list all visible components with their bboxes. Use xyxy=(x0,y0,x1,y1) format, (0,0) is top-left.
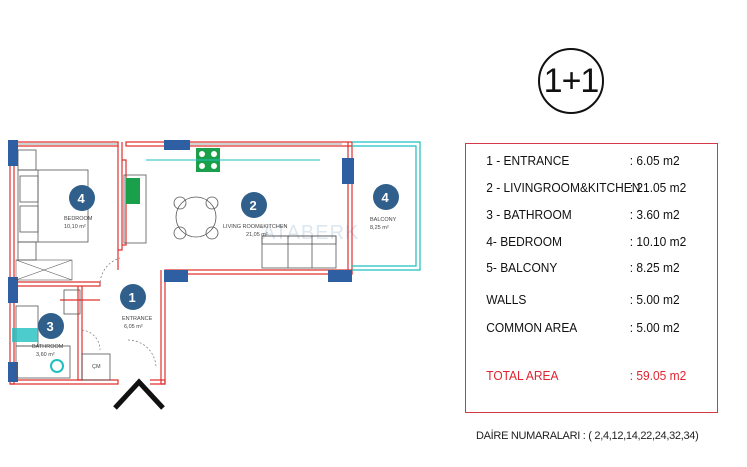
dining-table xyxy=(173,196,219,240)
area-row-total: TOTAL AREA : 59.05 m2 xyxy=(466,366,697,386)
area-row-value: : 5.00 m2 xyxy=(629,292,680,307)
svg-text:BEDROOM: BEDROOM xyxy=(64,216,93,222)
svg-text:8,25 m²: 8,25 m² xyxy=(370,225,389,231)
total-area-value: : 59.05 m2 xyxy=(629,368,687,383)
area-row-value: : 3.60 m2 xyxy=(629,207,680,222)
balcony-outline xyxy=(352,141,421,271)
doors xyxy=(81,257,157,369)
area-row-value: : 6.05 m2 xyxy=(629,153,680,168)
unit-type-badge: 1+1 xyxy=(538,48,604,114)
area-row-value: : 21.05 m2 xyxy=(629,180,687,195)
svg-text:4: 4 xyxy=(78,191,86,206)
area-row-label: 2 - LIVINGROOM&KITCHEN xyxy=(486,180,641,195)
area-row-bathroom: 3 - BATHROOM : 3.60 m2 xyxy=(466,205,697,225)
area-row-label: 1 - ENTRANCE xyxy=(486,153,570,168)
svg-text:1: 1 xyxy=(129,290,136,305)
area-row-label: COMMON AREA xyxy=(486,320,578,335)
area-table: 1 - ENTRANCE : 6.05 m2 2 - LIVINGROOM&KI… xyxy=(465,143,718,413)
svg-text:2: 2 xyxy=(250,198,257,213)
area-row-label: 3 - BATHROOM xyxy=(486,207,572,222)
svg-text:10,10 m²: 10,10 m² xyxy=(64,224,86,230)
svg-text:3: 3 xyxy=(47,319,54,334)
svg-text:BALCONY: BALCONY xyxy=(370,217,397,223)
area-row-balcony: 5- BALCONY : 8.25 m2 xyxy=(466,258,697,278)
area-row-label: WALLS xyxy=(486,292,527,307)
washbasin xyxy=(12,328,64,373)
area-row-label: 5- BALCONY xyxy=(486,260,558,275)
svg-text:ENTRANCE: ENTRANCE xyxy=(122,316,153,322)
svg-text:BATHROOM: BATHROOM xyxy=(32,344,64,350)
entrance-arrow xyxy=(113,378,165,410)
wardrobe xyxy=(15,259,73,281)
svg-text:LIVING ROOM&KITCHEN: LIVING ROOM&KITCHEN xyxy=(223,224,288,230)
area-row-common-area: COMMON AREA : 5.00 m2 xyxy=(466,318,697,338)
kitchen-counter xyxy=(123,174,147,244)
area-row-value: : 5.00 m2 xyxy=(629,320,680,335)
area-row-bedroom: 4- BEDROOM : 10.10 m2 xyxy=(466,232,697,252)
area-row-value: : 8.25 m2 xyxy=(629,260,680,275)
columns xyxy=(8,140,354,382)
svg-text:6,05 m²: 6,05 m² xyxy=(124,324,143,330)
area-row-livingroom-kitchen: 2 - LIVINGROOM&KITCHEN : 21.05 m2 xyxy=(466,178,697,198)
apartment-numbers: DAİRE NUMARALARI : ( 2,4,12,14,22,24,32,… xyxy=(476,430,699,442)
kitchen-sink xyxy=(126,178,140,204)
svg-text:3,60 m²: 3,60 m² xyxy=(36,352,55,358)
total-area-label: TOTAL AREA xyxy=(486,368,559,383)
area-row-walls: WALLS : 5.00 m2 xyxy=(466,290,697,310)
area-row-entrance: 1 - ENTRANCE : 6.05 m2 xyxy=(466,151,697,171)
room-labels: 4 BEDROOM 10,10 m² 2 LIVING ROOM&KITCHEN… xyxy=(32,184,399,370)
watermark-text: ATABERK xyxy=(262,222,359,244)
svg-text:ÇM: ÇM xyxy=(92,364,101,370)
sofa xyxy=(261,235,337,269)
area-row-value: : 10.10 m2 xyxy=(629,234,687,249)
svg-text:4: 4 xyxy=(382,190,390,205)
area-row-label: 4- BEDROOM xyxy=(486,234,562,249)
svg-text:21,05 m²: 21,05 m² xyxy=(246,232,268,238)
